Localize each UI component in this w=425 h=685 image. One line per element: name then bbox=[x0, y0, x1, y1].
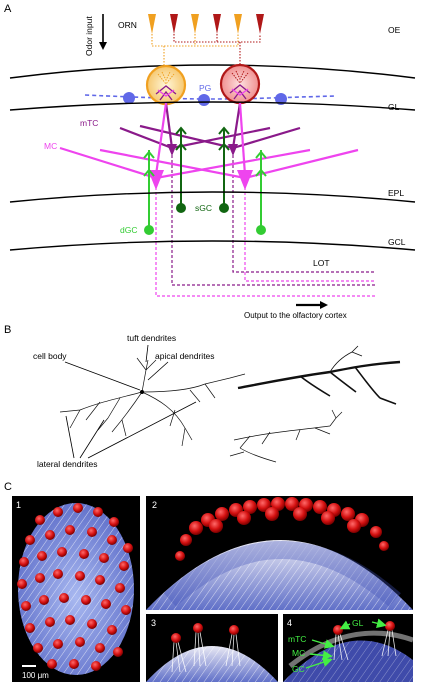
orn-label: ORN bbox=[118, 20, 137, 30]
output-label: Output to the olfactory cortex bbox=[244, 311, 347, 320]
pg-cell bbox=[275, 93, 287, 105]
cell-body-marker bbox=[140, 390, 144, 394]
sgc-soma bbox=[219, 203, 229, 213]
dgc-label: dGC bbox=[120, 225, 137, 235]
neuron-trace-right-bottom bbox=[229, 409, 343, 463]
pg-cells bbox=[123, 92, 287, 106]
mc-label: MC bbox=[44, 141, 57, 151]
sgc-soma bbox=[176, 203, 186, 213]
panel-c2 bbox=[146, 496, 413, 610]
odor-input-label: Odor input bbox=[84, 16, 94, 56]
layer-gl-label: GL bbox=[388, 102, 400, 112]
c4-mtc-label: mTC bbox=[288, 634, 306, 644]
lateral-dendrites-pointers bbox=[65, 401, 197, 459]
glomerulus-orange bbox=[145, 64, 187, 106]
layer-oe-label: OE bbox=[388, 25, 401, 35]
orn-orange-cell bbox=[234, 14, 242, 34]
mtc-neurons bbox=[119, 102, 375, 286]
lateral-dendrites-label: lateral dendrites bbox=[37, 459, 97, 469]
orn-red-cell bbox=[256, 14, 264, 34]
mtc-label: mTC bbox=[80, 118, 98, 128]
orn-orange-cell bbox=[148, 14, 156, 34]
cell-body-label: cell body bbox=[33, 351, 67, 361]
c4-mc-label: MC bbox=[292, 648, 305, 658]
pg-cell bbox=[198, 94, 210, 106]
panel-b-letter: B bbox=[4, 324, 11, 336]
mtc-soma bbox=[228, 144, 238, 156]
panel-c1-label: 1 bbox=[16, 500, 21, 510]
tuft-dendrites-label: tuft dendrites bbox=[127, 333, 176, 343]
panel-a-letter: A bbox=[4, 3, 12, 15]
sgc-label: sGC bbox=[195, 203, 212, 213]
gcl-boundary bbox=[9, 240, 416, 251]
panel-c1 bbox=[12, 496, 140, 682]
orn-cells bbox=[148, 14, 264, 34]
gl-boundary bbox=[9, 101, 416, 111]
lot-label: LOT bbox=[313, 258, 330, 268]
scale-bar-label: 100 μm bbox=[22, 671, 49, 680]
dgc-neurons bbox=[143, 150, 267, 228]
dgc-soma bbox=[144, 225, 154, 235]
orn-red-cell bbox=[170, 14, 178, 34]
pg-label: PG bbox=[199, 83, 211, 93]
panel-c4 bbox=[283, 614, 414, 682]
layer-epl-label: EPL bbox=[388, 188, 404, 198]
layer-gcl-label: GCL bbox=[388, 237, 406, 247]
orn-orange-cell bbox=[191, 14, 199, 34]
panel-c3-label: 3 bbox=[151, 618, 156, 628]
orn-axons bbox=[151, 34, 261, 70]
c4-gc-label: GC bbox=[292, 664, 305, 674]
epl-boundary bbox=[9, 191, 416, 203]
pg-process bbox=[84, 94, 336, 100]
panel-c4-label: 4 bbox=[287, 618, 292, 628]
panel-c3 bbox=[146, 614, 278, 682]
sgc-neurons bbox=[175, 126, 230, 206]
dgc-soma bbox=[256, 225, 266, 235]
orn-red-cell bbox=[213, 14, 221, 34]
oe-boundary bbox=[9, 64, 416, 79]
odor-input-arrow bbox=[99, 14, 107, 50]
glomeruli-balls bbox=[17, 503, 133, 671]
pg-cell bbox=[123, 92, 135, 104]
neuron-trace-left bbox=[59, 357, 246, 447]
mtc-soma bbox=[167, 144, 177, 156]
apical-dendrites-label: apical dendrites bbox=[155, 351, 215, 361]
glomerulus-red bbox=[219, 63, 261, 105]
neuron-trace-right-top bbox=[237, 345, 401, 405]
mc-soma bbox=[237, 170, 253, 190]
panel-c-letter: C bbox=[4, 481, 12, 493]
c4-gl-label: GL bbox=[352, 618, 364, 628]
panel-c2-label: 2 bbox=[152, 500, 157, 510]
